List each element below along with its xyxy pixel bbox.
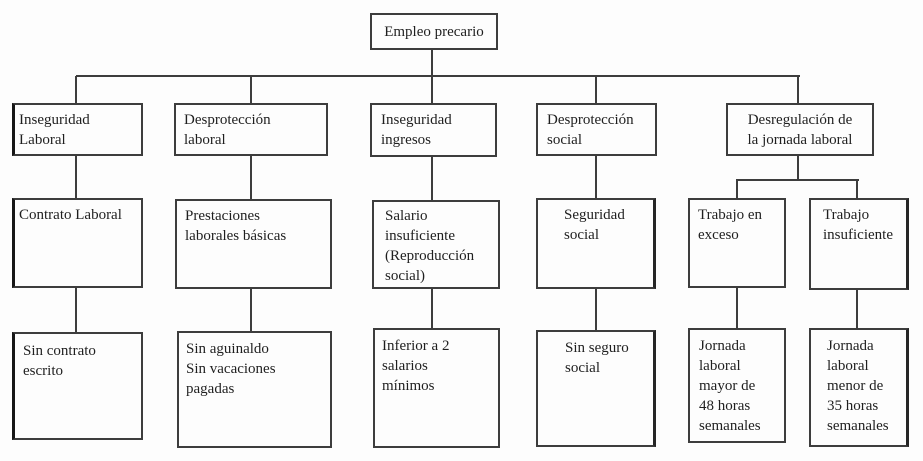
connector-col1-l2-l3 — [75, 155, 77, 199]
node-sin-aguinaldo-sin-vacaciones: Sin aguinaldo Sin vacaciones pagadas — [177, 331, 332, 448]
node-desproteccion-social: Desprotección social — [536, 103, 657, 156]
connector-main-horizontal — [76, 75, 800, 77]
connector-col2-l2-l3 — [250, 155, 252, 200]
connector-drop-col5 — [797, 76, 799, 103]
node-contrato-laboral: Contrato Laboral — [12, 198, 143, 288]
node-seguridad-social: Seguridad social — [536, 198, 656, 289]
node-trabajo-en-exceso: Trabajo en exceso — [688, 198, 786, 288]
connector-col4-l2-l3 — [595, 155, 597, 199]
connector-brancha-l3-l4 — [736, 287, 738, 329]
connector-branch-b-drop — [856, 181, 858, 199]
node-prestaciones-laborales-basicas: Prestaciones laborales básicas — [175, 199, 332, 289]
node-desproteccion-laboral: Desprotección laboral — [174, 103, 328, 156]
connector-branch-horizontal — [736, 179, 859, 181]
connector-col3-l3-l4 — [431, 287, 433, 329]
node-jornada-mayor-48-horas: Jornada laboral mayor de 48 horas semana… — [688, 328, 786, 443]
connector-drop-col2 — [250, 76, 252, 103]
connector-col5-stem — [797, 155, 799, 181]
node-inseguridad-laboral: Inseguridad Laboral — [12, 103, 143, 156]
connector-drop-col4 — [595, 76, 597, 103]
connector-branchb-l3-l4 — [856, 289, 858, 329]
connector-root-stem — [431, 49, 433, 76]
node-sin-contrato-escrito: Sin contrato escrito — [12, 332, 143, 440]
connector-col1-l3-l4 — [75, 286, 77, 332]
node-salario-insuficiente: Salario insuficiente (Reproducción socia… — [372, 200, 500, 289]
connector-col2-l3-l4 — [250, 288, 252, 332]
connector-drop-col1 — [75, 76, 77, 103]
connector-col3-l2-l3 — [431, 156, 433, 201]
node-inseguridad-ingresos: Inseguridad ingresos — [370, 103, 497, 157]
node-inferior-2-salarios-minimos: Inferior a 2 salarios mínimos — [373, 328, 500, 448]
node-trabajo-insuficiente: Trabajo insuficiente — [809, 198, 909, 290]
connector-drop-col3 — [431, 76, 433, 103]
node-jornada-menor-35-horas: Jornada laboral menor de 35 horas semana… — [809, 328, 909, 447]
node-empleo-precario: Empleo precario — [370, 13, 498, 50]
connector-col4-l3-l4 — [595, 287, 597, 331]
connector-branch-a-drop — [736, 181, 738, 199]
node-desregulacion-jornada-laboral: Desregulación de la jornada laboral — [726, 103, 874, 156]
node-sin-seguro-social: Sin seguro social — [536, 330, 656, 447]
